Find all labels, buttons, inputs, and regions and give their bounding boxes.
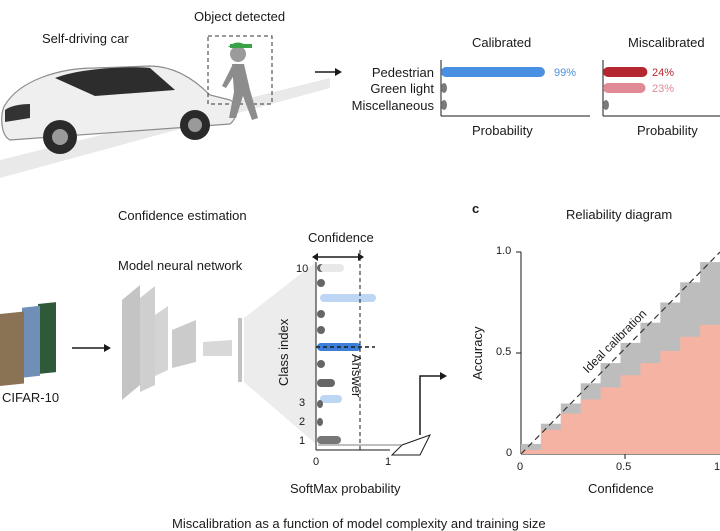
softmax-bars (317, 264, 376, 444)
arrow-icon (315, 68, 342, 76)
reliability-xlabel: Confidence (588, 481, 654, 496)
dataset-label: CIFAR-10 (2, 390, 60, 405)
softmax-bar-8 (317, 379, 335, 387)
reliability-accuracy-bar-2 (560, 413, 582, 454)
miscalibrated-bar-1 (603, 83, 646, 93)
softmax-bar-11 (317, 418, 323, 426)
miscalibrated-bar-0 (603, 67, 648, 77)
car-icon (1, 65, 237, 154)
xtick-1: 1 (385, 456, 392, 468)
softmax-xlabel: SoftMax probability (290, 481, 401, 496)
miscalibrated-title: Miscalibrated (628, 35, 705, 50)
rel-xtick-05: 0.5 (616, 461, 632, 473)
softmax-bar-7 (317, 360, 325, 368)
calibrated-title: Calibrated (472, 35, 532, 50)
reliability-accuracy-bar-0 (521, 449, 542, 454)
network-label: Model neural network (118, 258, 243, 273)
calibrated-bar-1 (441, 83, 447, 93)
projection-wedge (244, 262, 316, 444)
softmax-bar-12 (317, 436, 341, 444)
answer-label: Answer (349, 354, 364, 398)
reliability-bars (521, 262, 720, 454)
object-detected-label: Object detected (194, 9, 286, 24)
softmax-bar-2 (317, 279, 325, 287)
calibrated-axis-label: Probability (472, 123, 533, 138)
reliability-accuracy-bar-9 (700, 324, 720, 454)
xtick-0: 0 (313, 456, 320, 468)
softmax-bar-9 (320, 395, 342, 403)
reliability-accuracy-bar-4 (600, 387, 621, 454)
rel-ytick-05: 0.5 (496, 346, 512, 358)
ideal-calibration-line (520, 251, 720, 455)
class-index-label: Class index (276, 318, 291, 386)
softmax-bar-4 (317, 310, 325, 318)
reliability-confidence-bar-0 (521, 443, 542, 454)
rel-xtick-0: 0 (517, 461, 524, 473)
miscalibrated-axis-label: Probability (637, 123, 698, 138)
miscalibrated-value-green-light: 23% (652, 83, 675, 95)
reliability-accuracy-bar-1 (540, 429, 562, 454)
confidence-label: Confidence (308, 230, 374, 245)
ytick-10: 10 (296, 263, 309, 275)
miscalibrated-bar-2 (603, 100, 609, 110)
reliability-accuracy-bar-8 (680, 336, 701, 454)
rel-ytick-1: 1.0 (496, 245, 512, 257)
calibrated-bar-0 (441, 67, 545, 77)
ytick-3: 3 (299, 397, 306, 409)
sample-parallelogram (390, 434, 432, 456)
label-miscellaneous: Miscellaneous (351, 98, 434, 113)
car-label: Self-driving car (42, 31, 129, 46)
softmax-bar-10 (317, 400, 323, 408)
softmax-bar-5 (317, 326, 325, 334)
reliability-accuracy-bar-6 (640, 363, 661, 454)
rel-xtick-1: 1 (714, 461, 720, 473)
cifar-image-stack (0, 302, 56, 386)
label-pedestrian: Pedestrian (371, 65, 434, 80)
pedestrian-icon (222, 42, 258, 120)
softmax-bar-3 (320, 294, 376, 302)
reliability-accuracy-bar-3 (580, 399, 602, 454)
confidence-estimation-heading: Confidence estimation (118, 208, 247, 223)
caption: Miscalibration as a function of model co… (172, 516, 546, 531)
ytick-1: 1 (299, 435, 306, 447)
label-green-light: Green light (370, 81, 434, 96)
reliability-title: Reliability diagram (566, 207, 673, 222)
calibrated-value-pedestrian: 99% (554, 67, 577, 79)
panel-c-letter: c (472, 201, 480, 216)
reliability-ylabel: Accuracy (470, 326, 485, 380)
neural-network-diagram (122, 285, 242, 400)
miscalibrated-value-pedestrian: 24% (652, 67, 675, 79)
ytick-2: 2 (299, 416, 306, 428)
softmax-bar-1 (320, 264, 344, 272)
rel-ytick-0: 0 (506, 447, 513, 459)
reliability-accuracy-bar-5 (620, 375, 641, 454)
connector-arrow (419, 375, 440, 435)
reliability-accuracy-bar-7 (660, 350, 681, 454)
calibrated-bar-2 (441, 100, 447, 110)
